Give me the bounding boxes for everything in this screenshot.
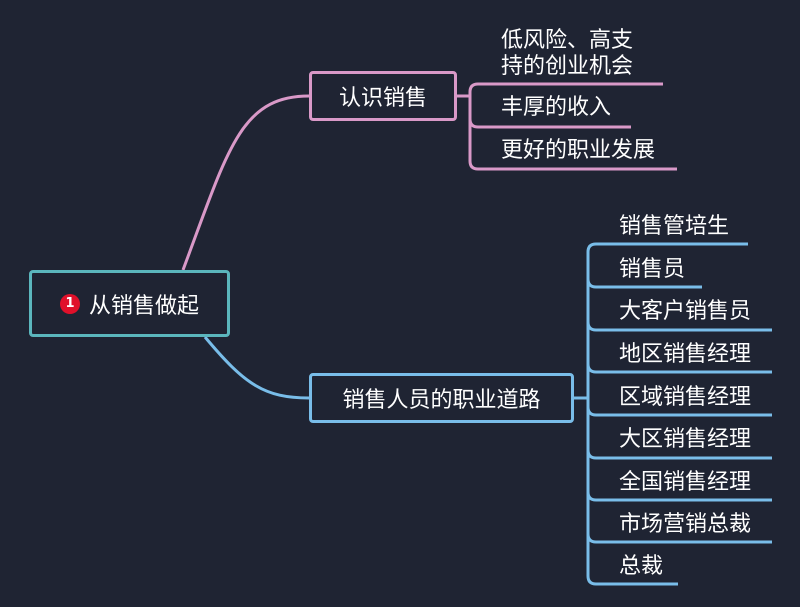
- leaf-node[interactable]: 大客户销售员: [619, 299, 752, 324]
- leaf-node[interactable]: 销售管培生: [619, 214, 730, 239]
- root-link-branch-1: [181, 94, 310, 271]
- branch-2-bracket: [574, 242, 772, 586]
- leaf-node[interactable]: 全国销售经理: [619, 470, 752, 495]
- leaf-node[interactable]: 市场营销总裁: [619, 512, 752, 537]
- leaf-node[interactable]: 区域销售经理: [619, 385, 752, 410]
- root-node[interactable]: 1 从销售做起: [29, 270, 230, 337]
- leaf-node[interactable]: 大区销售经理: [619, 427, 752, 452]
- leaf-node[interactable]: 持的创业机会: [501, 54, 634, 79]
- branch-1-label: 认识销售: [338, 86, 427, 111]
- leaf-node[interactable]: 总裁: [619, 554, 664, 579]
- branch-2-label: 销售人员的职业道路: [342, 388, 541, 413]
- leaf-node[interactable]: 低风险、高支: [501, 28, 634, 53]
- root-link-branch-2: [203, 336, 310, 400]
- leaf-node[interactable]: 地区销售经理: [619, 342, 752, 367]
- branch-node-2[interactable]: 销售人员的职业道路: [309, 373, 574, 423]
- priority-badge: 1: [59, 293, 80, 314]
- leaf-node[interactable]: 销售员: [619, 257, 686, 282]
- leaf-node[interactable]: 丰厚的收入: [501, 95, 612, 120]
- leaf-node[interactable]: 更好的职业发展: [501, 138, 656, 163]
- branch-node-1[interactable]: 认识销售: [309, 71, 457, 121]
- branch-1-bracket: [457, 82, 677, 171]
- root-label: 从销售做起: [88, 293, 199, 319]
